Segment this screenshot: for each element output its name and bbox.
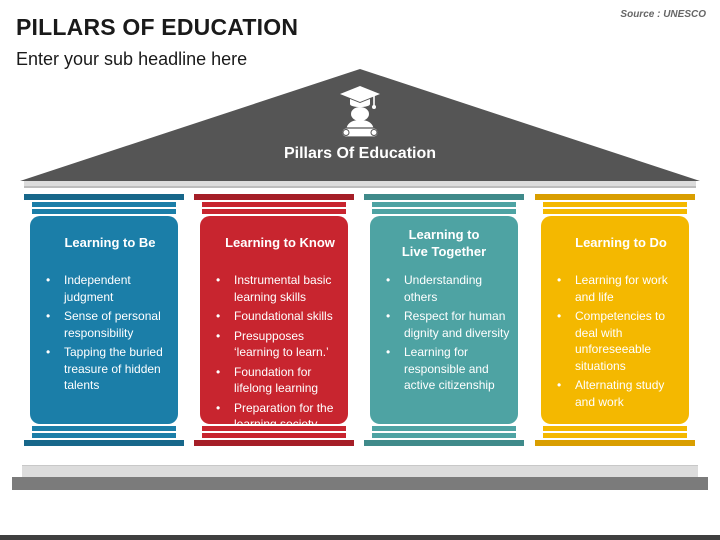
pillar-capital bbox=[24, 194, 184, 200]
list-item: Foundational skills bbox=[216, 308, 342, 325]
list-item: Competencies to deal with unforeseeable … bbox=[557, 308, 683, 374]
pillar-list: Understanding others Respect for human d… bbox=[384, 272, 512, 397]
page-title: PILLARS OF EDUCATION bbox=[16, 14, 299, 40]
pillar-shaft: Learning to Do Learning for work and lif… bbox=[541, 216, 689, 424]
pillar-list: Independent judgment Sense of personal r… bbox=[44, 272, 172, 397]
foundation-step-lower bbox=[12, 477, 708, 490]
pillar-ring bbox=[32, 426, 176, 431]
pillar-ring bbox=[372, 202, 516, 207]
pillar-ring bbox=[202, 209, 346, 214]
roof bbox=[20, 69, 700, 188]
list-item: Instrumental basic learning skills bbox=[216, 272, 342, 305]
pillar-list: Learning for work and life Competencies … bbox=[555, 272, 683, 413]
list-item: Presupposes ‘learning to learn.’ bbox=[216, 328, 342, 361]
pillar-shaft: Learning to Be Independent judgment Sens… bbox=[30, 216, 178, 424]
pillar-shaft: Learning to Live Together Understanding … bbox=[370, 216, 518, 424]
pillar-base bbox=[24, 440, 184, 446]
pillar-base bbox=[364, 440, 524, 446]
list-item: Understanding others bbox=[386, 272, 512, 305]
foundation-step-upper bbox=[22, 465, 698, 478]
pillar-ring bbox=[543, 209, 687, 214]
pillar-base bbox=[194, 440, 354, 446]
pillar-title: Learning to Live Together bbox=[401, 227, 487, 259]
pillar-learning-to-be: Learning to Be Independent judgment Sens… bbox=[24, 194, 184, 446]
pillar-ring bbox=[372, 426, 516, 431]
list-item: Alternating study and work bbox=[557, 377, 683, 410]
pillar-ring bbox=[543, 433, 687, 438]
pillar-ring bbox=[202, 433, 346, 438]
pillar-learning-to-do: Learning to Do Learning for work and lif… bbox=[535, 194, 695, 446]
list-item: Tapping the buried treasure of hidden ta… bbox=[46, 344, 172, 394]
pillar-ring bbox=[202, 426, 346, 431]
pillar-ring bbox=[372, 433, 516, 438]
pillar-ring bbox=[32, 202, 176, 207]
pillar-title: Learning to Know bbox=[225, 235, 335, 250]
pillar-ring bbox=[202, 202, 346, 207]
pillar-learning-to-live-together: Learning to Live Together Understanding … bbox=[364, 194, 524, 446]
page-subtitle: Enter your sub headline here bbox=[16, 49, 248, 69]
pillar-capital bbox=[364, 194, 524, 200]
list-item: Foundation for lifelong learning bbox=[216, 364, 342, 397]
footer-bar bbox=[0, 535, 720, 540]
pillar-capital bbox=[535, 194, 695, 200]
roof-label: Pillars Of Education bbox=[283, 145, 437, 162]
list-item: Learning for work and life bbox=[557, 272, 683, 305]
pillar-ring bbox=[372, 209, 516, 214]
pillar-list: Instrumental basic learning skills Found… bbox=[214, 272, 342, 436]
pillar-ring bbox=[32, 209, 176, 214]
pillar-base bbox=[535, 440, 695, 446]
pillar-title: Learning to Do bbox=[575, 235, 667, 250]
pillar-title: Learning to Be bbox=[64, 235, 156, 250]
list-item: Independent judgment bbox=[46, 272, 172, 305]
list-item: Respect for human dignity and diversity bbox=[386, 308, 512, 341]
list-item: Sense of personal responsibility bbox=[46, 308, 172, 341]
pillar-ring bbox=[32, 433, 176, 438]
pillar-ring bbox=[543, 202, 687, 207]
graduate-diploma-icon bbox=[340, 86, 380, 138]
list-item: Learning for responsible and active citi… bbox=[386, 344, 512, 394]
pillar-shaft: Learning to Know Instrumental basic lear… bbox=[200, 216, 348, 431]
source-credit: Source : UNESCO bbox=[620, 9, 706, 20]
pillar-ring bbox=[543, 426, 687, 431]
pillar-capital bbox=[194, 194, 354, 200]
pillar-learning-to-know: Learning to Know Instrumental basic lear… bbox=[194, 194, 354, 446]
